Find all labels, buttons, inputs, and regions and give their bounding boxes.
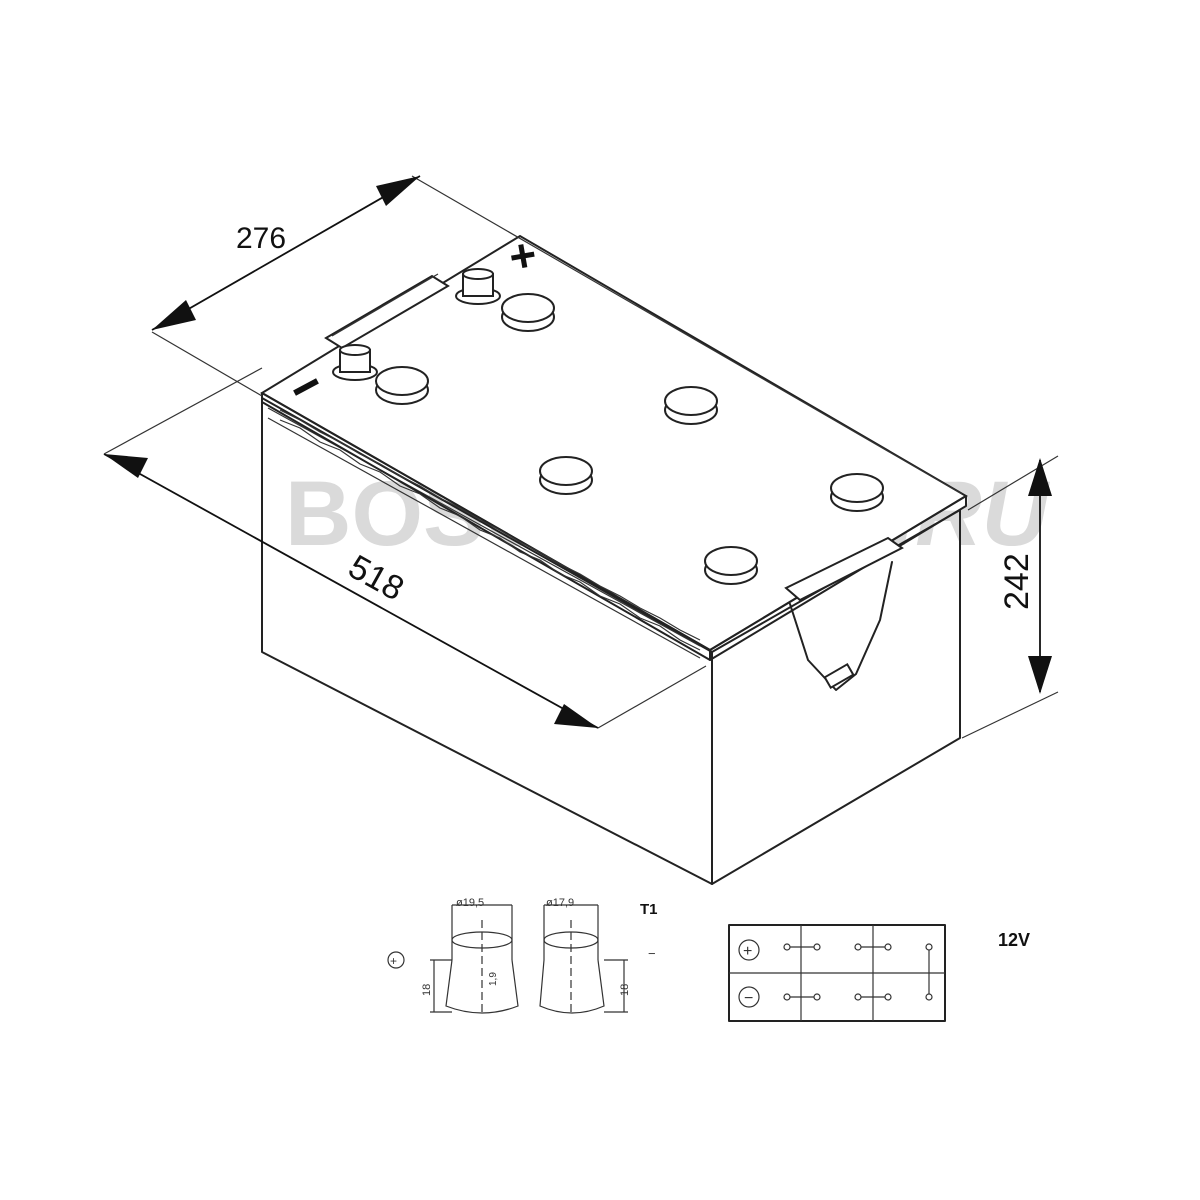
layout-plus-circle — [738, 939, 760, 961]
vent-caps — [375, 293, 884, 585]
terminal-detail: + ø19,5 18 1,9 ø17,9 — [387, 897, 658, 1014]
terminal-type: T1 — [640, 901, 658, 918]
vent-cap — [539, 456, 593, 495]
lid-handle-left — [324, 273, 450, 350]
voltage-label: 12V — [998, 930, 1030, 950]
terminal-positive — [455, 268, 501, 305]
vent-cap — [704, 546, 758, 585]
carry-handle-right — [784, 536, 904, 691]
terminal-height-left: 18 — [421, 984, 433, 996]
lid-minus-mark — [293, 378, 319, 396]
vent-cap — [375, 366, 429, 405]
vent-cap — [501, 293, 555, 332]
terminal-negative — [332, 344, 378, 381]
dimension-width: 276 — [151, 175, 963, 495]
dimension-height: 242 — [961, 455, 1059, 739]
terminal-minus-symbol: − — [648, 946, 656, 961]
layout-minus-symbol: − — [744, 990, 753, 1007]
terminal-neg-diameter: ø17,9 — [546, 897, 574, 909]
terminal-height-right: 18 — [619, 984, 631, 996]
terminal-plus-symbol: + — [390, 954, 397, 968]
terminal-pos-diameter: ø19,5 — [456, 897, 484, 909]
dimension-width-label: 276 — [236, 222, 286, 255]
vent-cap — [830, 473, 884, 512]
terminal-taper: 1,9 — [488, 972, 499, 986]
layout-plus-symbol: + — [743, 943, 752, 960]
layout-minus-circle — [738, 986, 760, 1008]
terminal-negative-detail: ø17,9 18 — [539, 897, 631, 1014]
terminal-layout-box: + − — [728, 924, 946, 1022]
dimension-height-label: 242 — [998, 553, 1036, 610]
vent-cap — [664, 386, 718, 425]
terminal-positive-detail: ø19,5 18 1,9 — [421, 897, 519, 1014]
